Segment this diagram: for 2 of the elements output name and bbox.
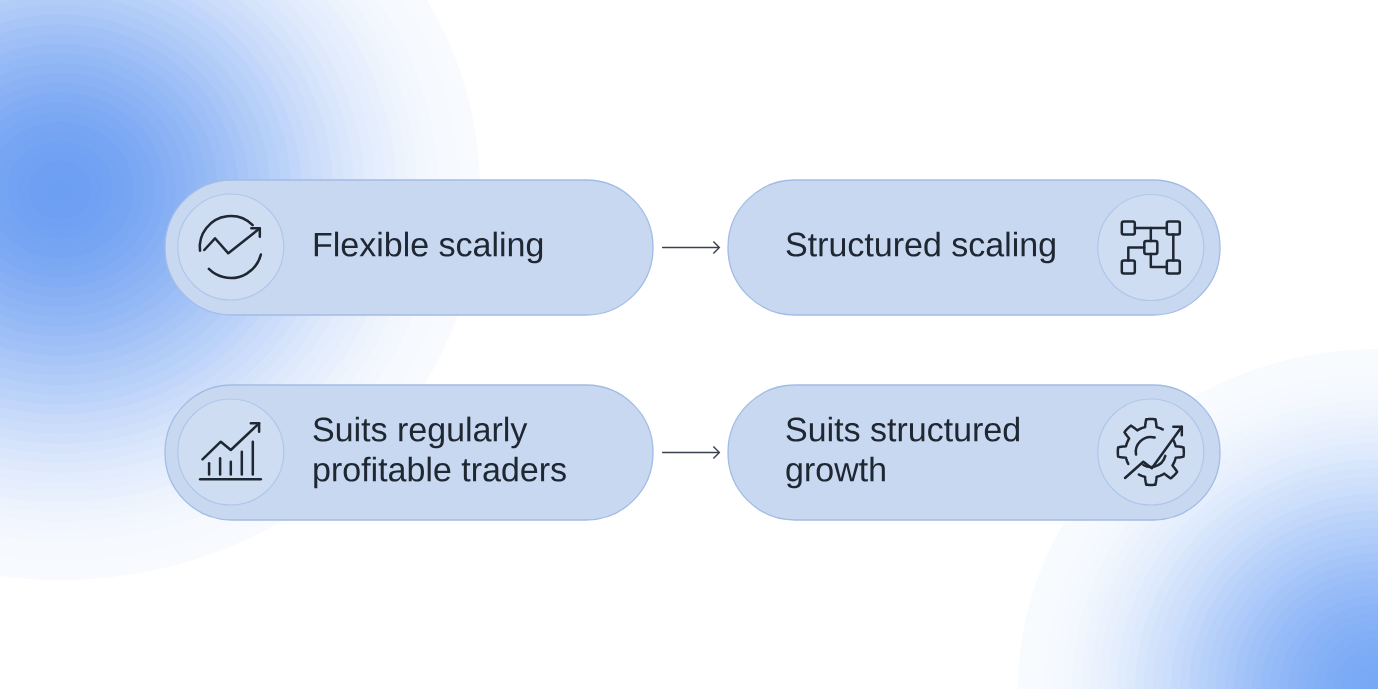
- arrow: [661, 445, 721, 460]
- arrow: [661, 240, 721, 255]
